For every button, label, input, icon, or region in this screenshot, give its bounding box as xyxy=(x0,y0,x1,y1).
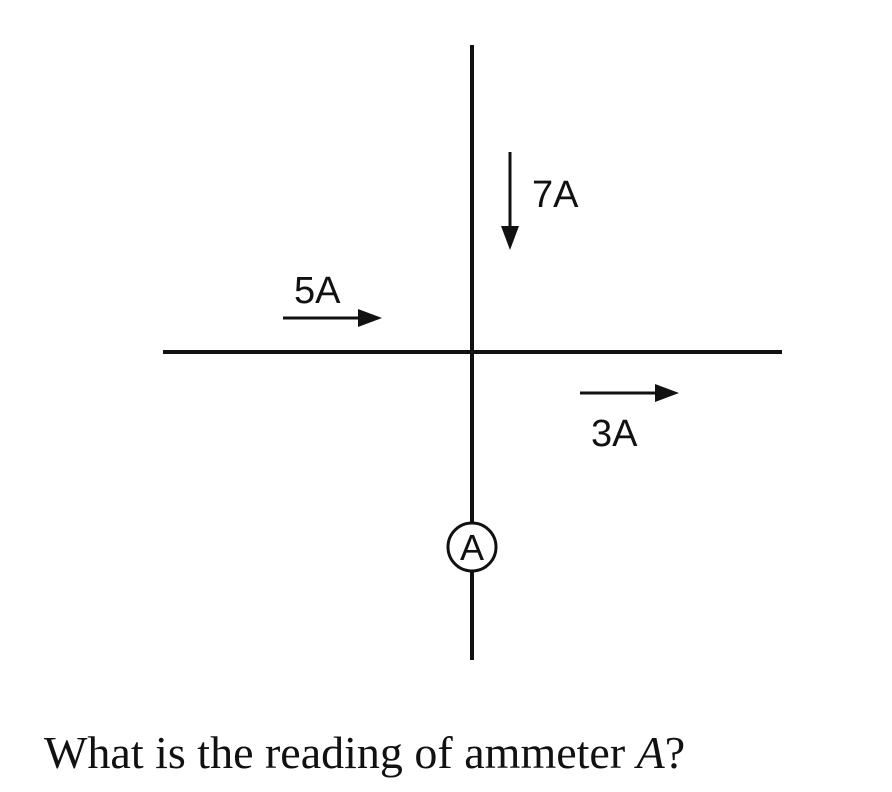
ammeter-label: A xyxy=(460,527,484,568)
left-current-label: 5A xyxy=(294,270,341,312)
ammeter-circle xyxy=(446,521,498,573)
question-text: What is the reading of ammeter A? xyxy=(44,726,685,779)
question-variable: A xyxy=(636,727,665,778)
left-current-arrow xyxy=(283,309,382,327)
ammeter: A xyxy=(446,521,498,573)
top-current-label: 7A xyxy=(532,174,579,216)
right-current-arrow xyxy=(580,384,679,402)
top-current-arrow xyxy=(501,152,519,250)
right-current-label: 3A xyxy=(591,413,638,455)
question-suffix: ? xyxy=(664,727,686,778)
circuit-junction-diagram: 7A 5A 3A A xyxy=(163,45,782,660)
question-prefix: What is the reading of ammeter xyxy=(44,727,637,778)
